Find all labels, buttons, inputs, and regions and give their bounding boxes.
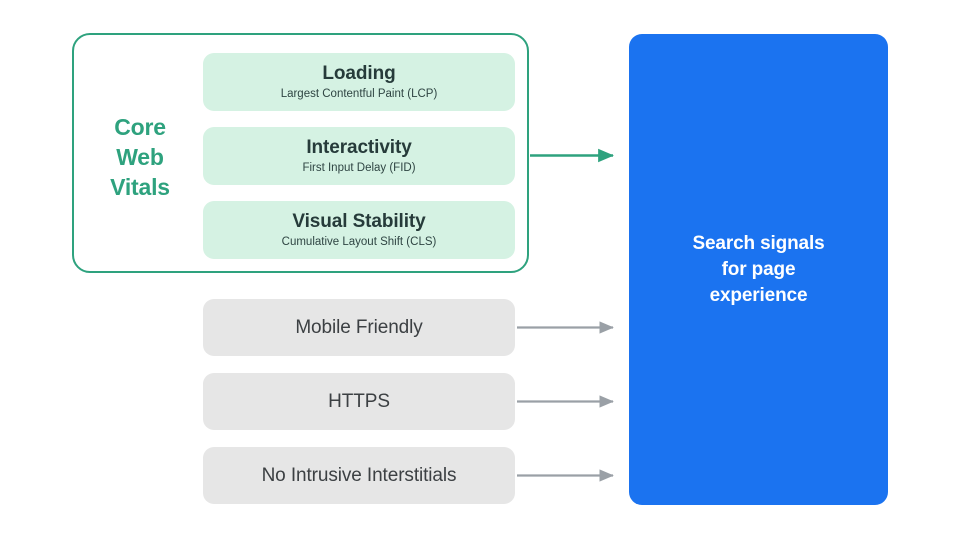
destination-line-2: for page <box>721 258 796 280</box>
core-web-vitals-group <box>72 33 529 273</box>
destination-line-3: experience <box>709 284 808 306</box>
signal-card-no-intrusive-interstitials[interactable]: No Intrusive Interstitials <box>203 447 515 504</box>
metric-title: Visual Stability <box>292 211 426 232</box>
signal-label: HTTPS <box>328 390 390 412</box>
signal-card-https[interactable]: HTTPS <box>203 373 515 430</box>
metric-subtitle: Largest Contentful Paint (LCP) <box>280 88 438 100</box>
core-web-vitals-label: Core Web Vitals <box>88 112 192 202</box>
signal-card-mobile-friendly[interactable]: Mobile Friendly <box>203 299 515 356</box>
metric-subtitle: First Input Delay (FID) <box>302 162 416 174</box>
metric-title: Interactivity <box>306 137 412 158</box>
signal-label: Mobile Friendly <box>295 316 423 338</box>
core-web-vitals-label-line-1: Core <box>114 114 166 140</box>
destination-line-1: Search signals <box>692 232 825 254</box>
metric-card-visual-stability[interactable]: Visual Stability Cumulative Layout Shift… <box>203 201 515 259</box>
metric-card-loading[interactable]: Loading Largest Contentful Paint (LCP) <box>203 53 515 111</box>
search-signals-destination-box[interactable]: Search signals for page experience <box>629 34 888 505</box>
destination-text: Search signals for page experience <box>674 231 842 309</box>
metric-card-interactivity[interactable]: Interactivity First Input Delay (FID) <box>203 127 515 185</box>
metric-subtitle: Cumulative Layout Shift (CLS) <box>281 236 437 248</box>
core-web-vitals-label-line-2: Web <box>116 144 164 170</box>
signal-label: No Intrusive Interstitials <box>261 464 457 486</box>
metric-title: Loading <box>322 63 396 84</box>
core-web-vitals-label-line-3: Vitals <box>110 174 170 200</box>
